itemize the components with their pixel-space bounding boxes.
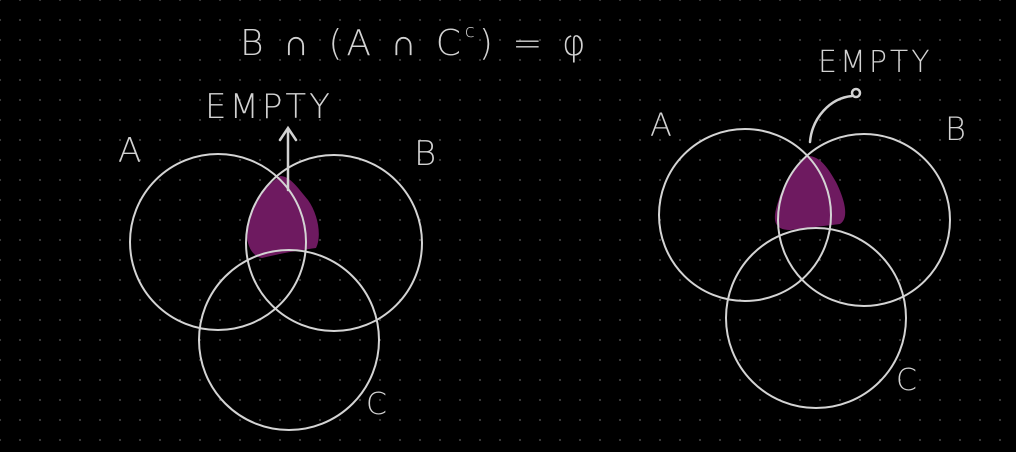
left-circle-c [198,249,380,431]
right-circle-a [658,128,832,302]
arrow-up-icon [278,125,298,192]
left-venn-diagram: EMPTY A B C [118,87,436,431]
equation-tail: ) = φ [479,23,590,64]
left-circle-a [129,153,307,331]
curved-pointer-icon [808,87,862,144]
equation-superscript: c [465,21,479,42]
left-circle-b [245,154,423,332]
equation-text: B ∩ (A ∩ Cc) = φ [240,21,590,64]
right-label-a: A [650,106,672,144]
left-shaded-region [246,176,319,258]
right-label-c: C [896,363,917,398]
right-circle-b [777,133,951,307]
right-venn-diagram: EMPTY A B C [650,45,966,409]
right-shaded-region [774,156,846,230]
left-label-a: A [118,131,141,171]
left-label-c: C [366,387,387,422]
right-label-b: B [945,110,966,148]
right-circle-c [725,227,907,409]
right-annotation-empty: EMPTY [818,45,933,80]
left-annotation-empty: EMPTY [205,87,333,127]
left-label-b: B [414,134,436,174]
